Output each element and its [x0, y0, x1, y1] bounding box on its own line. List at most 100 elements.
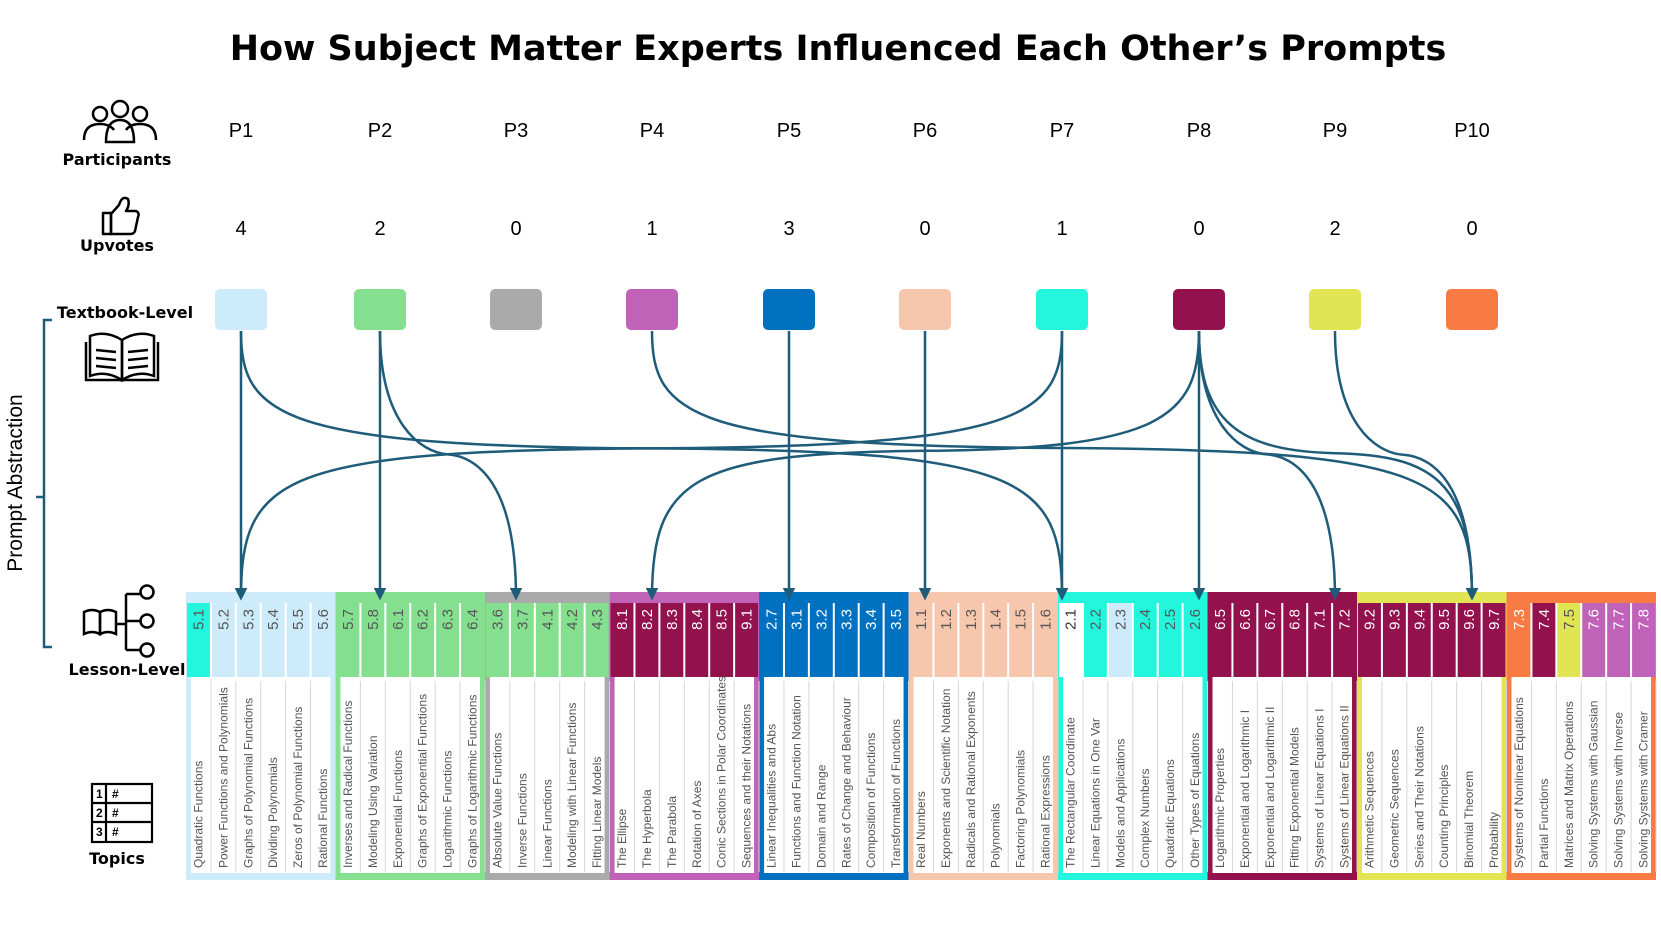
influence-p7-to-p1 — [234, 330, 1064, 601]
textbook-node-p1[interactable] — [215, 289, 267, 330]
textbook-node-p9[interactable] — [1309, 289, 1361, 330]
lesson-topic: Exponents and Scientific Notation — [939, 689, 953, 868]
lesson-number: 7.6 — [1586, 609, 1603, 630]
lesson-topic: Fitting Exponential Models — [1288, 727, 1302, 868]
lesson-number: 1.4 — [988, 609, 1005, 630]
lesson-number: 5.6 — [315, 609, 332, 630]
participant-label: P8 — [1187, 120, 1211, 142]
lesson-topic: Binomial Theorem — [1462, 771, 1476, 868]
textbook-node-p4[interactable] — [626, 289, 678, 330]
lesson-number: 8.1 — [614, 609, 631, 630]
textbook-node-p6[interactable] — [899, 289, 951, 330]
lesson-number: 6.3 — [440, 609, 457, 630]
textbook-node-p2[interactable] — [354, 289, 406, 330]
lesson-topic: Factoring Polynomials — [1014, 750, 1028, 868]
textbook-node-p3[interactable] — [490, 289, 542, 330]
lesson-number: 6.6 — [1237, 609, 1254, 630]
lesson-number: 9.7 — [1486, 609, 1503, 630]
lesson-number-cell — [1308, 603, 1332, 677]
lesson-topic: Logarithmic Properties — [1213, 748, 1227, 868]
lesson-number-cell — [1407, 603, 1431, 677]
lesson-number-cell — [1432, 603, 1456, 677]
textbook-node-p8[interactable] — [1173, 289, 1225, 330]
influence-p8-to-p4 — [645, 330, 1201, 601]
participant-label: P5 — [777, 120, 801, 142]
textbook-node-p5[interactable] — [763, 289, 815, 330]
lesson-topic: Quadratic Functions — [191, 761, 205, 868]
lesson-number-cell — [1059, 603, 1082, 677]
lesson-number: 7.7 — [1611, 609, 1628, 630]
lesson-topic: Zeros of Polynomial Functions — [291, 707, 305, 868]
lesson-number: 2.4 — [1137, 609, 1154, 630]
lesson-number: 6.1 — [390, 609, 407, 630]
textbook-node-p7[interactable] — [1036, 289, 1088, 330]
lesson-number-cell — [1108, 603, 1132, 677]
lesson-number-cell — [336, 603, 360, 677]
lesson-number: 6.7 — [1262, 609, 1279, 630]
textbook-node-p10[interactable] — [1446, 289, 1498, 330]
lesson-number: 3.2 — [813, 609, 830, 630]
upvotes-row-label: Upvotes — [80, 236, 154, 255]
